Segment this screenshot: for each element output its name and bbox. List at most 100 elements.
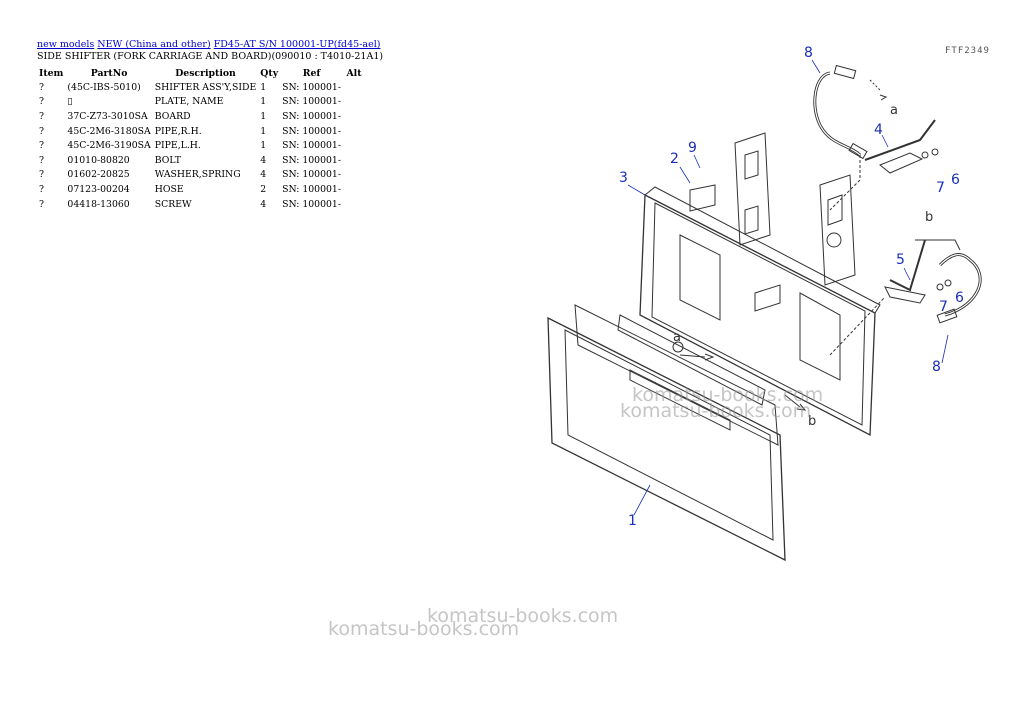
table-header-row: Item PartNo Description Qty Ref Alt	[37, 66, 365, 80]
callout-6-upper: 6	[951, 172, 960, 188]
cell-item: ?	[39, 140, 44, 152]
leader-lines	[627, 59, 949, 516]
pipe-lh-drawing	[829, 239, 961, 356]
cell-partno: 04418-13060	[67, 198, 130, 210]
cell-partno: 07123-00204	[67, 183, 130, 195]
table-row: ? 45C-2M6-3180SA PIPE,R.H. 1 SN: 100001-	[37, 124, 365, 139]
callout-5: 5	[896, 252, 905, 268]
cell-item: ?	[39, 125, 44, 137]
table-row: ? 01602-20825 WASHER,SPRING 4 SN: 100001…	[37, 168, 365, 183]
cell-qty: 1	[260, 81, 267, 93]
cell-description: SCREW	[154, 198, 192, 210]
label-b-lower: b	[808, 414, 816, 429]
shifter-assembly-drawing	[639, 184, 881, 437]
cell-description: HOSE	[154, 183, 184, 195]
callout-9: 9	[688, 140, 697, 156]
header-alt: Alt	[346, 67, 362, 79]
cell-description: BOARD	[154, 110, 191, 122]
cell-partno: 01010-80820	[67, 154, 130, 166]
header-qty: Qty	[260, 67, 279, 79]
cell-qty: 4	[260, 169, 267, 181]
cell-qty: 1	[260, 125, 267, 137]
callout-3: 3	[619, 170, 628, 186]
table-row: ? ▯ PLATE, NAME 1 SN: 100001-	[37, 95, 365, 110]
cell-ref: SN: 100001-	[282, 154, 341, 166]
cell-alt	[343, 124, 365, 139]
hose-lower-drawing	[936, 253, 982, 324]
header-partno: PartNo	[90, 67, 128, 79]
callout-7-upper: 7	[936, 180, 945, 196]
parts-diagram: FTF2349	[547, 45, 990, 562]
cell-alt	[343, 153, 365, 168]
cell-partno: 45C-2M6-3180SA	[67, 125, 151, 137]
callout-7-lower: 7	[939, 299, 948, 315]
cell-alt	[343, 138, 365, 153]
watermark: komatsu-books.com	[328, 618, 520, 640]
table-row: ? 01010-80820 BOLT 4 SN: 100001-	[37, 153, 365, 168]
diagram-code: FTF2349	[945, 46, 990, 56]
cell-ref: SN: 100001-	[282, 183, 341, 195]
pipe-rh-drawing	[829, 119, 939, 211]
cell-alt	[343, 80, 365, 95]
cell-description: BOLT	[154, 154, 181, 166]
cell-qty: 1	[260, 140, 267, 152]
breadcrumb: new models NEW (China and other) FD45-AT…	[37, 39, 380, 51]
callout-1: 1	[628, 513, 637, 529]
watermark: komatsu-books.com	[427, 605, 619, 627]
cell-partno: ▯	[67, 96, 73, 108]
callout-6-lower: 6	[955, 290, 964, 306]
cell-alt	[343, 95, 365, 110]
callout-8-top: 8	[804, 45, 813, 61]
hose-upper-drawing	[813, 64, 888, 160]
table-row: ? 37C-Z73-3010SA BOARD 1 SN: 100001-	[37, 109, 365, 124]
label-a-upper: a	[890, 103, 898, 118]
cell-description: PLATE, NAME	[154, 96, 224, 108]
cell-item: ?	[39, 183, 44, 195]
page-title: SIDE SHIFTER (FORK CARRIAGE AND BOARD)(0…	[37, 51, 384, 62]
cell-description: WASHER,SPRING	[154, 169, 241, 181]
cell-ref: SN: 100001-	[282, 96, 341, 108]
cell-qty: 1	[260, 96, 267, 108]
callout-8-bottom: 8	[932, 359, 941, 375]
callouts: 8 4 a 2 9 3 7 6 b 5 7 6 8 a b 1	[619, 45, 964, 529]
fork-plate-drawing	[547, 304, 807, 562]
cell-item: ?	[39, 154, 44, 166]
board-drawing	[734, 132, 856, 286]
cell-qty: 2	[260, 183, 267, 195]
cell-description: SHIFTER ASS'Y,SIDE	[154, 81, 257, 93]
parts-table: Item PartNo Description Qty Ref Alt ? (4…	[37, 66, 365, 211]
cell-alt	[343, 197, 365, 212]
header-item: Item	[39, 67, 64, 79]
cell-partno: (45C-IBS-5010)	[67, 81, 141, 93]
label-a-lower: a	[673, 330, 681, 345]
cell-alt	[343, 182, 365, 197]
cell-item: ?	[39, 96, 44, 108]
cell-item: ?	[39, 81, 44, 93]
cell-qty: 4	[260, 154, 267, 166]
cell-ref: SN: 100001-	[282, 198, 341, 210]
label-b-upper: b	[925, 210, 933, 225]
cell-partno: 01602-20825	[67, 169, 130, 181]
cell-item: ?	[39, 110, 44, 122]
callout-2: 2	[670, 151, 679, 167]
watermark: komatsu-books.com	[632, 384, 824, 406]
cell-item: ?	[39, 169, 44, 181]
header-description: Description	[175, 67, 236, 79]
cell-partno: 37C-Z73-3010SA	[67, 110, 148, 122]
cell-partno: 45C-2M6-3190SA	[67, 140, 151, 152]
breadcrumb-link-model[interactable]: FD45-AT S/N 100001-UP(fd45-ael)	[213, 39, 381, 50]
cell-alt	[343, 168, 365, 183]
cell-description: PIPE,R.H.	[154, 125, 202, 137]
cell-ref: SN: 100001-	[282, 125, 341, 137]
cell-alt	[343, 109, 365, 124]
table-row: ? (45C-IBS-5010) SHIFTER ASS'Y,SIDE 1 SN…	[37, 80, 365, 95]
cell-ref: SN: 100001-	[282, 169, 341, 181]
cell-qty: 1	[260, 110, 267, 122]
table-row: ? 04418-13060 SCREW 4 SN: 100001-	[37, 197, 365, 212]
breadcrumb-link-new-models[interactable]: new models	[37, 39, 95, 50]
cell-ref: SN: 100001-	[282, 140, 341, 152]
header-ref: Ref	[302, 67, 321, 79]
cell-ref: SN: 100001-	[282, 81, 341, 93]
breadcrumb-link-region[interactable]: NEW (China and other)	[97, 39, 211, 50]
table-row: ? 45C-2M6-3190SA PIPE,L.H. 1 SN: 100001-	[37, 138, 365, 153]
